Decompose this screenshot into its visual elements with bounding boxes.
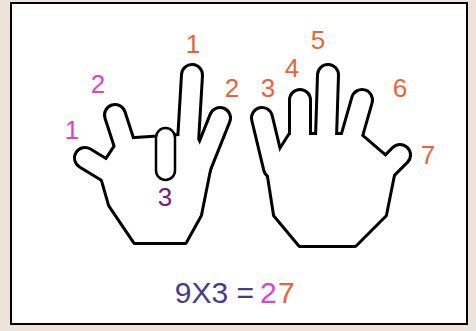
left-hand-outline (85, 75, 220, 242)
right-ring-outline (350, 100, 362, 142)
right-pinky-outline (383, 155, 400, 172)
finger-number: 5 (311, 27, 325, 53)
finger-number: 3 (158, 184, 172, 210)
right-middle-outline (326, 75, 328, 138)
finger-number: 2 (225, 75, 239, 101)
right-hand-fill (262, 75, 400, 245)
left-index (188, 75, 192, 142)
right-palm-outline (268, 135, 395, 245)
finger-number: 1 (186, 31, 200, 57)
right-ring (350, 100, 362, 142)
finger-number: 3 (261, 75, 275, 101)
left-ring-outline (115, 115, 127, 152)
equation-digit: 2 (260, 278, 277, 308)
left-thumb (200, 118, 220, 168)
picture-frame (11, 3, 467, 324)
finger-number: 6 (393, 75, 407, 101)
equation-part: 9X3 = (175, 278, 254, 308)
right-thumb-outline (262, 118, 274, 168)
right-index (291, 100, 309, 142)
left-ring (115, 115, 127, 152)
left-pinky (85, 158, 108, 172)
right-pinky (383, 155, 400, 172)
left-pinky-outline (85, 158, 108, 172)
left-hand-fill (85, 75, 220, 242)
finger-number: 7 (421, 142, 435, 168)
right-palm (268, 135, 395, 245)
right-middle (326, 75, 328, 138)
left-index-outline (188, 75, 192, 142)
folded-middle-finger (156, 128, 175, 180)
right-thumb (262, 118, 274, 168)
left-thumb-outline (200, 118, 220, 168)
equation-digit: 7 (278, 278, 295, 308)
finger-number: 4 (285, 55, 299, 81)
right-hand-outline (262, 75, 400, 245)
finger-number: 1 (65, 117, 79, 143)
right-index-outline (288, 100, 312, 142)
finger-number: 2 (91, 71, 105, 97)
